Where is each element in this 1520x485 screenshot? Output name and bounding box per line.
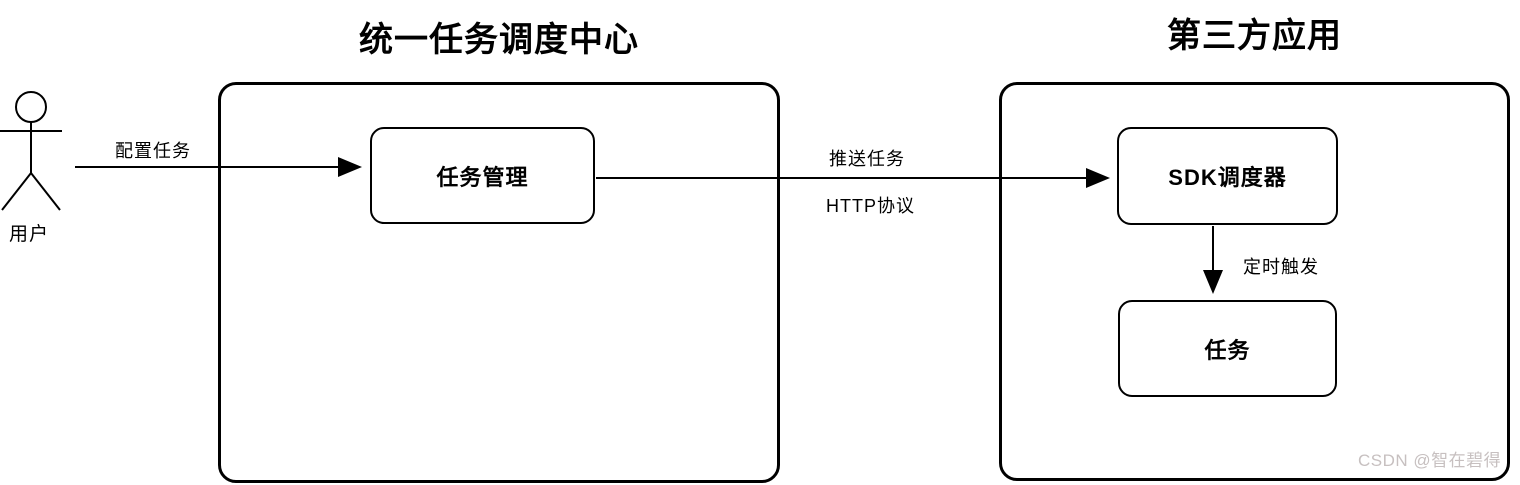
edge-label-configure-task: 配置任务 xyxy=(113,137,193,163)
container-third-party xyxy=(999,82,1510,481)
watermark: CSDN @智在碧得 xyxy=(1358,451,1502,470)
node-task: 任务 xyxy=(1118,300,1337,397)
actor-label: 用户 xyxy=(9,224,50,245)
edge-label-http-protocol: HTTP协议 xyxy=(824,192,917,218)
node-sdk-scheduler-label: SDK调度器 xyxy=(1168,165,1287,190)
node-task-management-label: 任务管理 xyxy=(436,164,529,190)
node-task-label: 任务 xyxy=(1204,337,1251,363)
container-scheduler-center xyxy=(218,82,780,483)
title-third-party: 第三方应用 xyxy=(1167,17,1342,55)
node-sdk-scheduler: SDK调度器 xyxy=(1117,127,1338,225)
node-task-management: 任务管理 xyxy=(370,127,595,224)
edge-label-timed-trigger: 定时触发 xyxy=(1241,253,1321,279)
edge-label-push-task: 推送任务 xyxy=(827,145,907,171)
title-scheduler-center: 统一任务调度中心 xyxy=(359,21,639,59)
user-actor-icon xyxy=(0,91,62,211)
